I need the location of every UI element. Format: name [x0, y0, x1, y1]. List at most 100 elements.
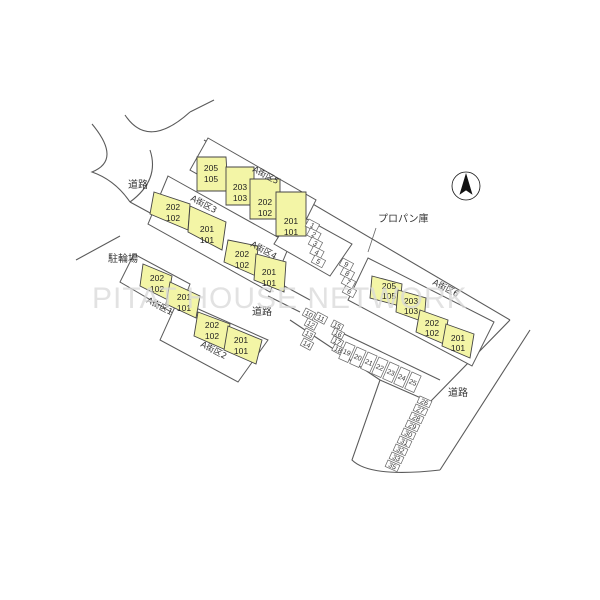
block-a2: 202 102 201 101 A街区2	[193, 311, 263, 365]
a5-unit-4-lower: 101	[284, 227, 298, 237]
a5-unit-2-lower: 103	[233, 193, 247, 203]
parking-space-number: 29	[407, 422, 417, 432]
parking-space: 33	[388, 451, 405, 465]
parking-space: 35	[384, 459, 401, 473]
parking-space-number: 21	[364, 358, 374, 368]
parking-space-box	[400, 427, 417, 441]
parking-space-box	[393, 366, 411, 388]
parking-space: 32	[392, 443, 409, 457]
a6-unit-201-101	[441, 323, 475, 359]
unit-201-101	[275, 191, 307, 237]
a5-unit-3-upper: 202	[258, 197, 272, 207]
parking-space: 30	[400, 427, 417, 441]
parking-space: 23	[382, 361, 400, 383]
parking-space: 14	[299, 337, 315, 351]
parking-space-box	[360, 351, 378, 373]
parking-space: 9	[338, 257, 355, 272]
parking-space-box	[382, 361, 400, 383]
parking-space-box	[388, 451, 405, 465]
parking-space-box	[301, 307, 317, 321]
parking-space-number: 22	[375, 363, 385, 373]
a5-unit-1-upper: 205	[204, 163, 218, 173]
parking-space: 16	[331, 327, 346, 340]
parking-space: 20	[349, 346, 367, 368]
parking-space-number: 33	[391, 454, 401, 464]
a2-unit-1-upper: 202	[205, 320, 219, 330]
parking-space: 28	[408, 411, 425, 425]
parking-space-box	[301, 327, 317, 341]
bicycle-parking-label: 駐輪場	[108, 252, 138, 265]
parking-space-number: 28	[411, 414, 421, 424]
parking-space-box	[408, 411, 425, 425]
parking-space-number: 10	[303, 310, 313, 320]
a3-unit-1-upper: 202	[166, 202, 180, 212]
a1-unit-2-upper: 201	[177, 292, 191, 302]
a6-unit-1-lower: 105	[382, 291, 396, 301]
a1-unit-2-lower: 101	[177, 303, 191, 313]
parking-space-number: 2	[310, 231, 317, 239]
parking-space-number: 17	[332, 338, 342, 348]
a4-unit-1-upper: 202	[235, 249, 249, 259]
block-a1: 202 102 201 101 A街区1	[139, 263, 201, 319]
parking-space-box	[299, 337, 315, 351]
a2-unit-2-lower: 101	[234, 346, 248, 356]
parking-space-number: 20	[353, 353, 363, 363]
parking-space-number: 13	[303, 330, 313, 340]
parking-space-box	[338, 257, 355, 272]
parking-space: 27	[412, 403, 429, 417]
parking-space-number: 19	[342, 348, 352, 358]
parking-space-number: 18	[333, 346, 343, 356]
a6-unit-2-upper: 203	[404, 296, 418, 306]
parking-space-number: 26	[419, 398, 429, 408]
parking-space-box	[331, 327, 346, 340]
parking-space-number: 30	[403, 430, 413, 440]
parking-space-number: 6	[346, 288, 353, 296]
watermark: PITAT HOUSE NETWORK	[92, 282, 468, 315]
parking-space-number: 25	[408, 378, 418, 388]
parking-space-number: 5	[315, 258, 322, 266]
parking-space-box	[303, 317, 319, 331]
parking-space-number: 4	[313, 249, 320, 257]
a2-unit-1-lower: 102	[205, 331, 219, 341]
parking-space-number: 24	[397, 373, 407, 383]
parking-space: 13	[301, 327, 317, 341]
road-label-upper-left: 道路	[128, 178, 148, 191]
a2-unit-2-upper: 201	[234, 335, 248, 345]
parking-space: 22	[371, 356, 389, 378]
parking-space-number: 32	[395, 446, 405, 456]
a6-unit-3-lower: 102	[425, 328, 439, 338]
parking-space: 29	[404, 419, 421, 433]
parking-space: 31	[396, 435, 413, 449]
a5-unit-1-lower: 105	[204, 174, 218, 184]
a3-unit-2-lower: 101	[200, 235, 214, 245]
a4-unit-1-lower: 102	[235, 260, 249, 270]
parking-space-number: 11	[316, 314, 326, 324]
block-a3: 202 102 201 101 A街区3	[149, 191, 227, 251]
a5-unit-4-upper: 201	[284, 216, 298, 226]
parking-space-box	[338, 341, 356, 363]
parking-space: 12	[303, 317, 319, 331]
parking-space: 19	[338, 341, 356, 363]
propane-store-leader	[367, 227, 377, 253]
parking-space-box	[371, 356, 389, 378]
parking-space-number: 12	[305, 320, 315, 330]
parking-space-number: 31	[399, 438, 409, 448]
parking-space-box	[412, 403, 429, 417]
parking-space-number: 23	[386, 368, 396, 378]
a1-unit-201-101	[165, 281, 201, 319]
parking-space: 21	[360, 351, 378, 373]
parking-space-number: 35	[387, 462, 397, 472]
parking-space: 25	[404, 371, 422, 393]
road-label-center: 道路	[252, 305, 272, 318]
road-label-lower-right: 道路	[448, 386, 468, 399]
parking-space-box	[313, 311, 329, 325]
compass-north-icon	[451, 171, 481, 201]
a3-unit-2-upper: 201	[200, 224, 214, 234]
parking-space-number: 1	[309, 222, 316, 230]
a3-unit-201-101	[187, 205, 227, 251]
parking-space-number: 7	[345, 279, 352, 287]
parking-space: 5	[310, 254, 327, 269]
a4-unit-2-upper: 201	[262, 267, 276, 277]
